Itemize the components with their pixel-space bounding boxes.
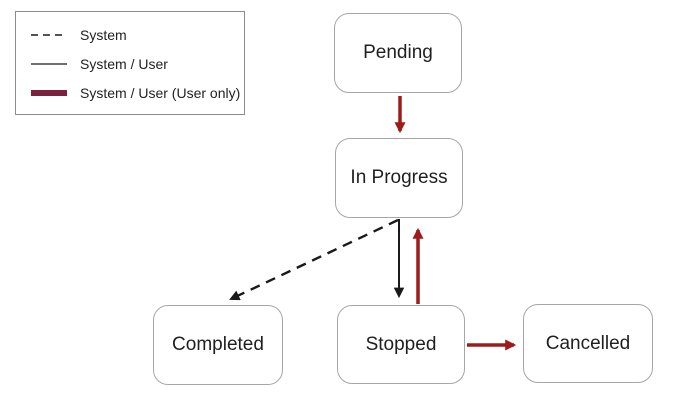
legend-label-user-only: System / User (User only) (80, 85, 241, 101)
state-cancelled: Cancelled (523, 304, 653, 383)
legend-label-system: System (80, 27, 127, 43)
arrow-inprogress-to-completed (229, 218, 399, 301)
state-in-progress: In Progress (335, 138, 463, 218)
state-pending: Pending (334, 13, 462, 93)
dashed-line-swatch-icon (31, 34, 67, 36)
legend: System System / User System / User (User… (15, 11, 245, 115)
state-completed: Completed (153, 305, 283, 385)
state-pending-label: Pending (363, 42, 433, 63)
legend-item-system-user: System / User (31, 56, 244, 72)
thick-line-swatch-icon (31, 90, 67, 96)
solid-line-swatch-icon (31, 63, 67, 65)
legend-item-system: System (31, 27, 244, 43)
state-stopped-label: Stopped (365, 333, 437, 355)
legend-label-system-user: System / User (80, 56, 168, 72)
legend-item-user-only: System / User (User only) (31, 85, 244, 101)
state-cancelled-label: Cancelled (545, 332, 631, 354)
state-completed-label: Completed (172, 334, 264, 355)
state-stopped: Stopped (337, 305, 465, 384)
state-in-progress-label: In Progress (350, 167, 448, 188)
